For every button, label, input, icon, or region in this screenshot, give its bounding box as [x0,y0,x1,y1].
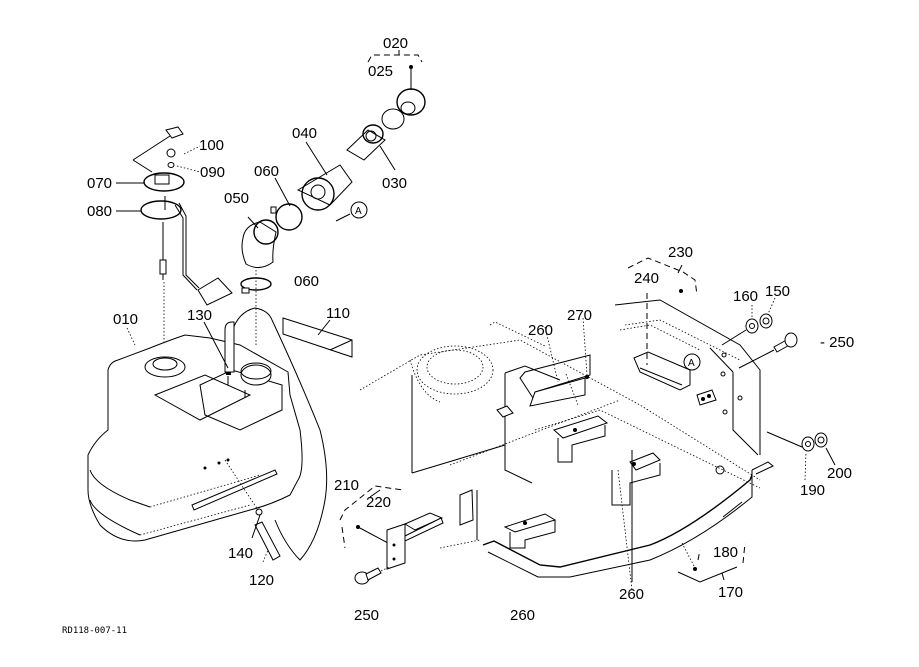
label-220: 220 [366,494,391,511]
label-270: 270 [567,307,592,324]
bolt-250-right [773,332,798,353]
label-200: 200 [827,465,852,482]
label-260-lower-right: 260 [619,586,644,603]
filler-cap-adapter [346,124,386,161]
nut-150 [759,313,773,329]
label-170: 170 [718,584,743,601]
label-250-right: - 250 [820,334,854,351]
elbow-hose [241,219,279,268]
fuel-sender-unit [132,126,233,355]
label-030: 030 [382,175,407,192]
reference-marker-text: A [355,206,362,217]
label-080: 080 [87,203,112,220]
hose-clamp-lower [240,270,272,345]
label-190: 190 [800,482,825,499]
label-240: 240 [634,270,659,287]
label-010: 010 [113,311,138,328]
label-040: 040 [292,125,317,142]
bolt-250-left [354,566,390,585]
label-250-left: 250 [354,607,379,624]
label-230: 230 [668,244,693,261]
label-100: 100 [199,137,224,154]
nut-200 [814,432,828,448]
label-260-lower-left: 260 [510,607,535,624]
drawing-code: RD118-007-11 [62,626,127,636]
label-020: 020 [383,35,408,52]
label-260-upper: 260 [528,322,553,339]
reference-marker-text: A [688,358,695,369]
drain-hose [254,508,281,561]
label-210: 210 [334,477,359,494]
label-150: 150 [765,283,790,300]
fuel-cap-assembly: A [240,50,426,345]
label-060-upper: 060 [254,163,279,180]
label-140: 140 [228,545,253,562]
part-labels: 020 025 030 040 050 060 060 070 080 090 … [62,35,854,636]
reference-marker-a-frame: A [683,353,701,371]
reference-marker-a-top: A [335,201,368,222]
label-060-lower: 060 [294,273,319,290]
label-050: 050 [224,190,249,207]
label-180: 180 [713,544,738,561]
fuel-tank [87,307,353,561]
label-120: 120 [249,572,274,589]
bracket-210 [339,485,444,570]
label-130: 130 [187,307,212,324]
label-090: 090 [200,164,225,181]
label-070: 070 [87,175,112,192]
label-160: 160 [733,288,758,305]
label-110: 110 [326,305,350,322]
washer-160 [745,318,759,334]
machine-frame: A [339,257,828,585]
washer-190 [801,436,815,452]
leader-lines [116,141,836,591]
label-025: 025 [368,63,393,80]
fuel-rail-pipe [482,461,774,578]
